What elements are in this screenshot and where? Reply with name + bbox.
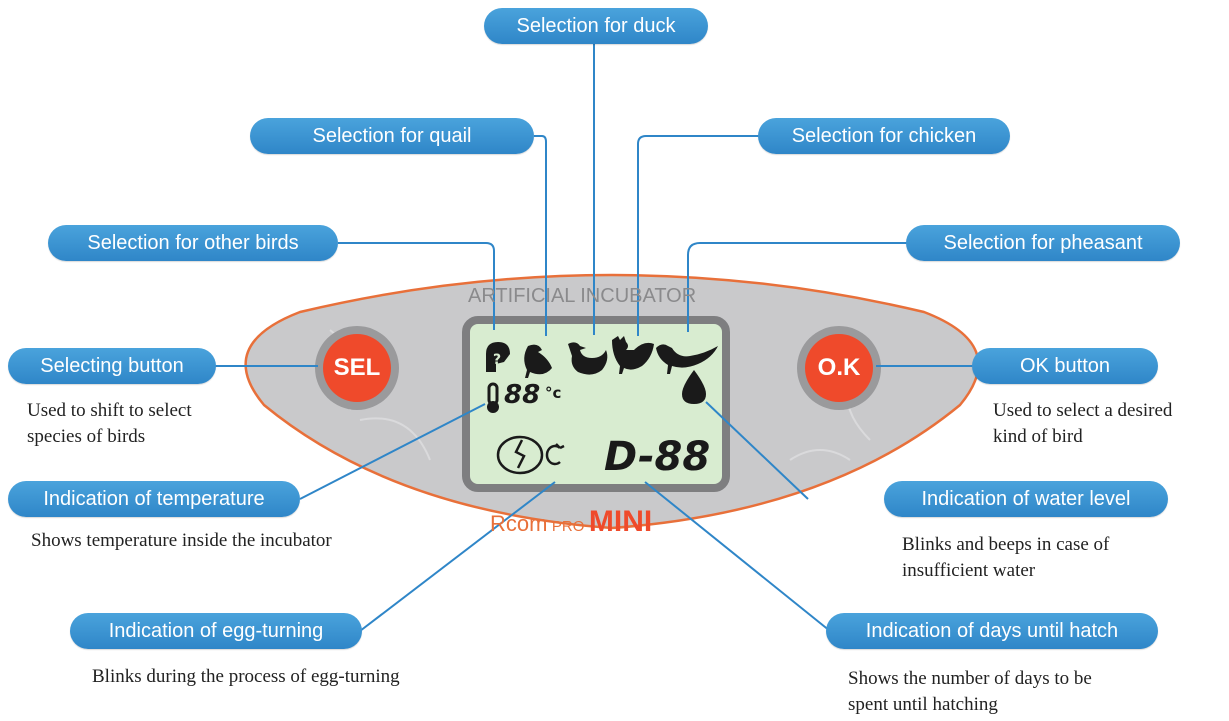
callout-water-level: Indication of water level — [884, 481, 1168, 517]
callout-chicken: Selection for chicken — [758, 118, 1010, 154]
sel-button[interactable] — [323, 334, 391, 402]
desc-line: kind of bird — [993, 426, 1083, 447]
lcd-day-readout: D-88 — [604, 434, 711, 480]
connector-lines — [214, 43, 974, 632]
callout-selecting-button: Selecting button — [8, 348, 216, 384]
pheasant-icon — [656, 344, 718, 374]
desc-line: Blinks and beeps in case of — [902, 534, 1110, 555]
sel-button-label[interactable]: SEL — [333, 354, 381, 381]
desc-selecting-button: Used to shift to select species of birds — [27, 398, 192, 450]
callout-days-until-hatch: Indication of days until hatch — [826, 613, 1158, 649]
desc-egg-turning: Blinks during the process of egg-turning — [92, 664, 400, 690]
ok-button[interactable] — [805, 334, 873, 402]
lcd-temperature-digits: 88 — [504, 380, 541, 410]
thermometer-icon — [487, 382, 499, 413]
desc-ok-button: Used to select a desired kind of bird — [993, 398, 1172, 450]
desc-line: Shows temperature inside the incubator — [31, 530, 332, 551]
desc-line: Used to select a desired — [993, 400, 1173, 421]
other-birds-icon: ? — [486, 342, 510, 372]
panel-title: ARTIFICIAL INCUBATOR — [468, 285, 697, 307]
desc-temperature: Shows temperature inside the incubator — [31, 528, 332, 554]
duck-icon — [568, 342, 608, 375]
desc-line: Shows the number of days to be — [848, 668, 1092, 689]
desc-days-until-hatch: Shows the number of days to be spent unt… — [848, 666, 1092, 718]
chicken-icon — [612, 336, 654, 374]
callout-temperature: Indication of temperature — [8, 481, 300, 517]
brand-part2: PRO — [551, 518, 585, 535]
callout-duck: Selection for duck — [484, 8, 708, 44]
brand-logo: Rcom PRO MINI — [490, 505, 652, 539]
callout-pheasant: Selection for pheasant — [906, 225, 1180, 261]
desc-line: Used to shift to select — [27, 400, 192, 421]
quail-icon — [524, 344, 552, 378]
egg-turning-icon — [496, 435, 544, 475]
callout-egg-turning: Indication of egg-turning — [70, 613, 362, 649]
lcd-temperature-unit: °c — [545, 384, 562, 402]
desc-line: insufficient water — [902, 560, 1036, 581]
brand-part1: Rcom — [490, 511, 548, 536]
desc-line: species of birds — [27, 426, 146, 447]
desc-water-level: Blinks and beeps in case of insufficient… — [902, 532, 1109, 584]
callout-other-birds: Selection for other birds — [48, 225, 338, 261]
rotate-arrow-icon — [545, 443, 565, 466]
svg-text:?: ? — [493, 352, 501, 368]
brand-part3: MINI — [588, 505, 653, 538]
callout-quail: Selection for quail — [250, 118, 534, 154]
callout-ok-button: OK button — [972, 348, 1158, 384]
desc-line: spent until hatching — [848, 694, 998, 715]
water-drop-icon — [682, 370, 706, 404]
ok-button-label[interactable]: O.K — [817, 354, 861, 381]
desc-line: Blinks during the process of egg-turning — [92, 666, 400, 687]
